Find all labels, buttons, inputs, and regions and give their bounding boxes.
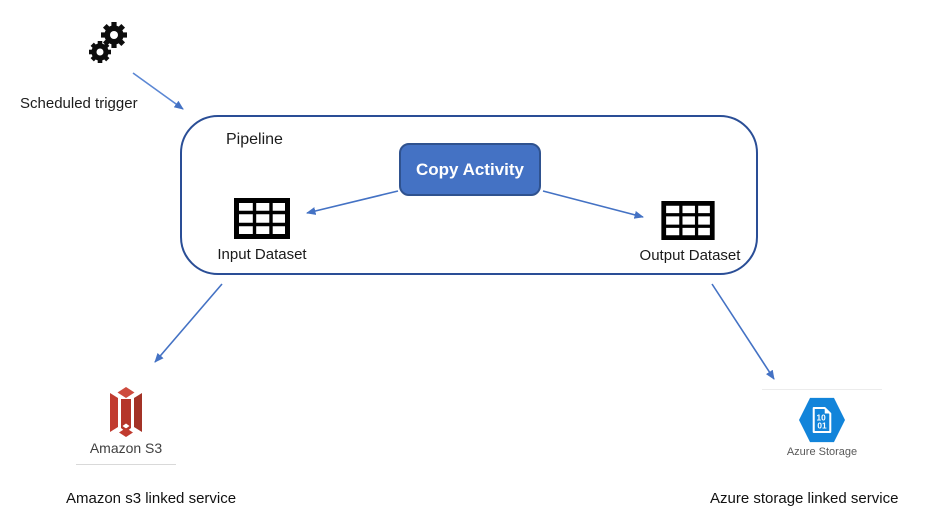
copy-activity-label: Copy Activity	[415, 159, 524, 179]
amazon-s3-icon	[110, 387, 142, 437]
gears-icon	[89, 22, 127, 63]
scheduled-trigger-label: Scheduled trigger	[20, 95, 138, 112]
svg-text:01: 01	[817, 422, 827, 431]
input-to-s3-arrow	[154, 283, 223, 363]
svg-text:10: 10	[816, 413, 826, 422]
amazon-s3-linked-service-label: Amazon s3 linked service	[66, 490, 237, 507]
azure-storage-icon-label: Azure Storage	[786, 446, 858, 458]
output-to-azure-arrow	[711, 283, 775, 380]
pipeline-label: Pipeline	[226, 131, 283, 148]
output-dataset-table-icon	[661, 201, 715, 240]
copy-activity-node: Copy Activity	[399, 143, 541, 196]
input-dataset-label: Input Dataset	[217, 246, 307, 263]
azure-storage-icon: 10 01	[799, 397, 845, 443]
pipeline-container	[180, 115, 758, 275]
amazon-s3-logo-block: Amazon S3	[76, 386, 176, 465]
trigger-to-pipeline-arrow	[132, 72, 184, 110]
output-dataset-label: Output Dataset	[639, 247, 741, 264]
azure-storage-logo-block: 10 01 Azure Storage	[762, 389, 882, 463]
azure-storage-linked-service-label: Azure storage linked service	[710, 490, 899, 507]
input-dataset-table-icon	[234, 198, 290, 239]
amazon-s3-icon-label: Amazon S3	[89, 440, 163, 456]
